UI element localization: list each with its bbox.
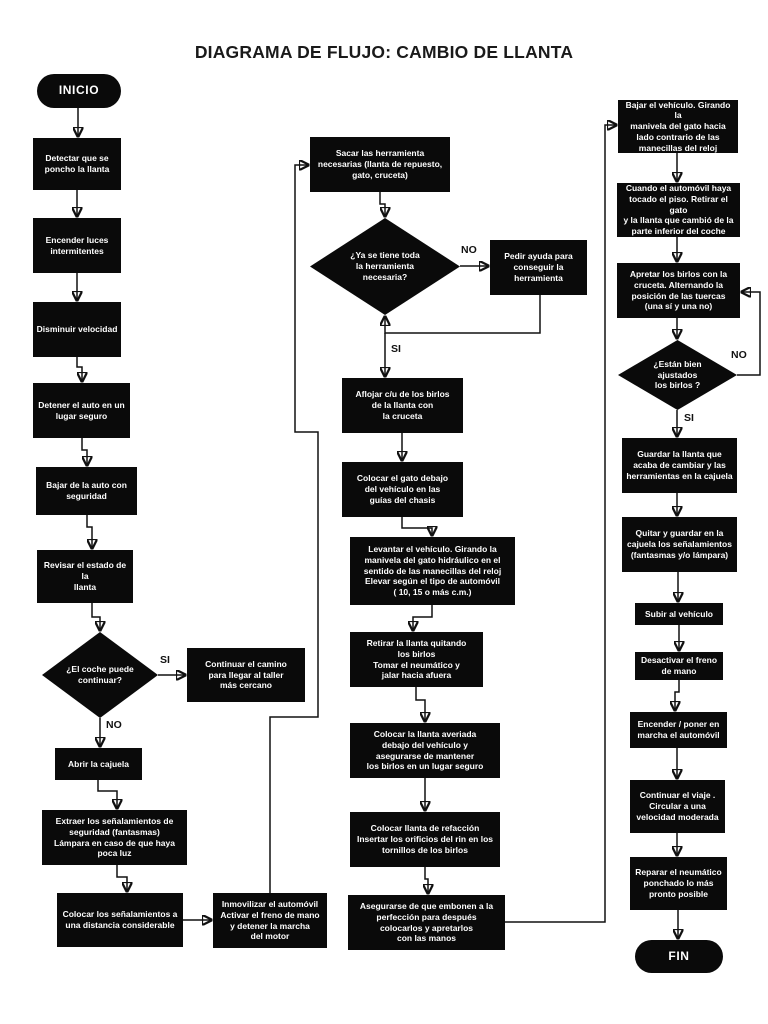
node-desactivar-freno: Desactivar el freno de mano — [635, 652, 723, 680]
node-bajar-vehiculo: Bajar el vehículo. Girando la manivela d… — [618, 100, 738, 153]
edge-desactivar-encender — [675, 680, 679, 710]
node-revisar-llanta: Revisar el estado de la llanta — [37, 550, 133, 603]
terminal-inicio: INICIO — [37, 74, 121, 108]
node-extraer-senalamientos: Extraer los señalamientos de seguridad (… — [42, 810, 187, 865]
edge-extraer-colocar — [116, 865, 127, 891]
edge-cajuela-extraer — [97, 780, 117, 808]
node-colocar-refaccion: Colocar llanta de refacción Insertar los… — [350, 812, 500, 867]
node-disminuir-velocidad: Disminuir velocidad — [33, 302, 121, 357]
label-no-decision1: NO — [106, 719, 122, 731]
node-bajar-auto: Bajar de la auto con seguridad — [36, 467, 137, 515]
edge-bajar-revisar — [86, 515, 92, 548]
node-encender-marcha: Encender / poner en marcha el automóvil — [630, 712, 727, 748]
node-retirar-llanta: Retirar la llanta quitando los birlos To… — [350, 632, 483, 687]
label-no-decision3: NO — [731, 349, 747, 361]
edge-pedir-loop-decision2 — [385, 295, 541, 334]
edge-decision3-no-loop — [737, 292, 761, 376]
node-pedir-ayuda: Pedir ayuda para conseguir la herramient… — [490, 240, 587, 295]
node-colocar-averiada: Colocar la llanta averiada debajo del ve… — [350, 723, 500, 778]
page-title: DIAGRAMA DE FLUJO: CAMBIO DE LLANTA — [194, 42, 574, 62]
edge-detener-bajar — [81, 438, 87, 465]
label-si-decision2: SI — [391, 343, 401, 355]
node-asegurarse-embonen: Asegurarse de que embonen a la perfecció… — [348, 895, 505, 950]
node-aflojar-birlos: Aflojar c/u de los birlos de la llanta c… — [342, 378, 463, 433]
edge-disminuir-detener — [76, 357, 82, 381]
label-no-decision2: NO — [461, 244, 477, 256]
node-colocar-gato: Colocar el gato debajo del vehículo en l… — [342, 462, 463, 517]
node-detener-auto: Detener el auto en un lugar seguro — [33, 383, 130, 438]
node-colocar-senalamientos: Colocar los señalamientos a una distanci… — [57, 893, 183, 947]
terminal-fin: FIN — [635, 940, 723, 973]
edge-levantar-retirar — [413, 605, 433, 630]
edge-inmovilizar-sacar — [269, 165, 319, 893]
node-retirar-gato: Cuando el automóvil haya tocado el piso.… — [617, 183, 740, 237]
node-sacar-herramientas: Sacar las herramienta necesarias (llanta… — [310, 137, 450, 192]
node-inmovilizar-automovil: Inmovilizar el automóvil Activar el fren… — [213, 893, 327, 948]
node-encender-luces: Encender luces intermitentes — [33, 218, 121, 273]
edge-gato-levantar — [401, 517, 432, 535]
edge-revisar-decision1 — [91, 603, 100, 630]
node-quitar-guardar: Quitar y guardar en la cajuela los señal… — [622, 517, 737, 572]
node-reparar-neumatico: Reparar el neumático ponchado lo más pro… — [630, 857, 727, 910]
edge-asegurarse-bajarvehiculo — [505, 125, 616, 923]
node-apretar-birlos: Apretar los birlos con la cruceta. Alter… — [617, 263, 740, 318]
node-detectar-ponchadura: Detectar que se poncho la llanta — [33, 138, 121, 190]
node-subir-vehiculo: Subir al vehículo — [635, 603, 723, 625]
node-continuar-viaje: Continuar el viaje . Circular a una velo… — [630, 780, 725, 833]
node-levantar-vehiculo: Levantar el vehículo. Girando la manivel… — [350, 537, 515, 605]
node-abrir-cajuela: Abrir la cajuela — [55, 748, 142, 780]
edge-refaccion-asegurarse — [425, 867, 428, 893]
edge-sacar-decision2 — [379, 192, 385, 216]
label-si-decision1: SI — [160, 654, 170, 666]
node-continuar-camino: Continuar el camino para llegar al talle… — [187, 648, 305, 702]
node-guardar-llanta: Guardar la llanta que acaba de cambiar y… — [622, 438, 737, 493]
label-si-decision3: SI — [684, 412, 694, 424]
edge-retirar-averiada — [415, 687, 425, 721]
